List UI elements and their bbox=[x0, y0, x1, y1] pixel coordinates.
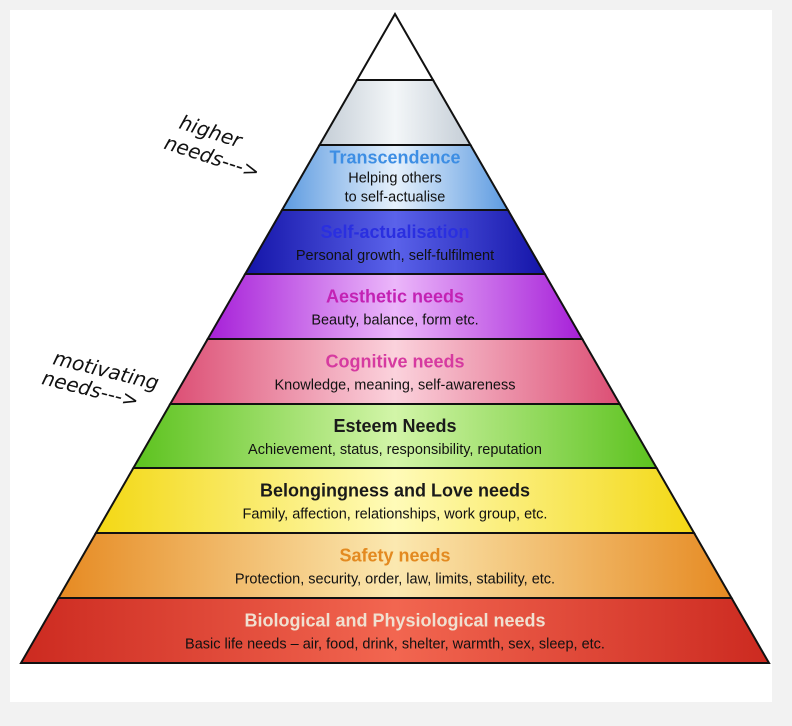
layer-title: Transcendence bbox=[329, 148, 460, 168]
layer-band bbox=[131, 403, 659, 469]
layer-title: Aesthetic needs bbox=[326, 287, 464, 307]
layer-description: Family, affection, relationships, work g… bbox=[243, 507, 548, 523]
higher-needs-annotation: higher needs---> bbox=[161, 110, 262, 184]
layer-description: to self-actualise bbox=[345, 190, 446, 206]
layer-description: Protection, security, order, law, limits… bbox=[235, 572, 555, 588]
layer-description: Achievement, status, responsibility, rep… bbox=[248, 442, 542, 458]
layer-description: Basic life needs – air, food, drink, she… bbox=[185, 637, 605, 653]
layer-title: Cognitive needs bbox=[325, 352, 464, 372]
layer-apex bbox=[317, 79, 473, 146]
layer-title: Self-actualisation bbox=[320, 222, 469, 242]
layer-description: Beauty, balance, form etc. bbox=[311, 313, 478, 329]
layer-band bbox=[168, 338, 622, 405]
layer-band bbox=[56, 532, 734, 599]
layer-band bbox=[317, 79, 473, 146]
layer-band bbox=[205, 273, 585, 340]
layer-description: Knowledge, meaning, self-awareness bbox=[275, 378, 516, 394]
layer-description: Personal growth, self-fulfilment bbox=[296, 248, 494, 264]
layer-band bbox=[243, 209, 547, 275]
layer-band bbox=[355, 11, 435, 81]
layer-title: Esteem Needs bbox=[333, 416, 456, 436]
layer-apex bbox=[355, 11, 435, 81]
layer-title: Biological and Physiological needs bbox=[244, 611, 545, 631]
pyramid-layers: Biological and Physiological needsBasic … bbox=[19, 11, 771, 664]
motivating-needs-annotation: motivating needs---> bbox=[40, 346, 162, 413]
layer-title: Belongingness and Love needs bbox=[260, 481, 530, 501]
layer-band bbox=[94, 467, 696, 534]
layer-description: Helping others bbox=[348, 171, 442, 187]
layer-title: Safety needs bbox=[339, 546, 450, 566]
layer-biological-and-physiological-needs: Biological and Physiological needsBasic … bbox=[19, 597, 771, 664]
layer-band bbox=[19, 597, 771, 664]
